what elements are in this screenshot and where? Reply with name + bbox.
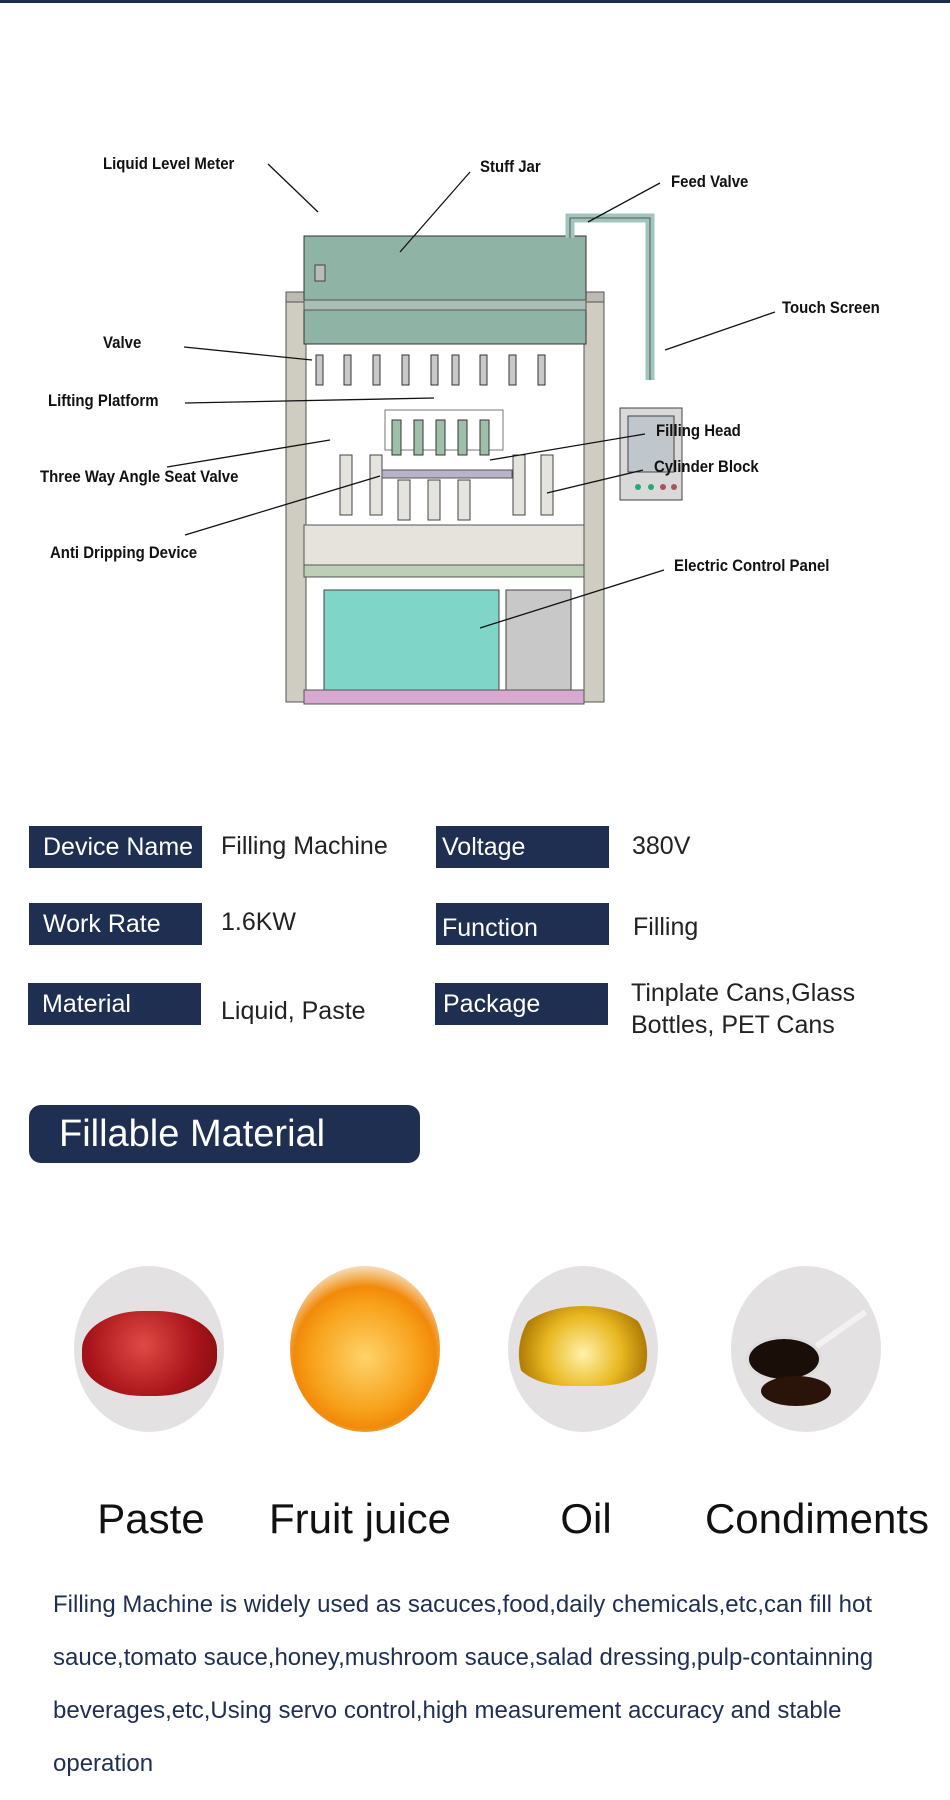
label-filling-head: Filling Head <box>656 421 741 440</box>
top-border <box>0 0 950 3</box>
spec-value-package: Tinplate Cans,Glass Bottles, PET Cans <box>631 979 856 1039</box>
fruit-juice-image <box>290 1266 440 1432</box>
label-touch-screen: Touch Screen <box>782 298 880 317</box>
spec-key-work-rate: Work Rate <box>29 903 202 945</box>
stuff-jar <box>303 235 587 345</box>
spec-value-device-name: Filling Machine <box>221 832 388 860</box>
label-liquid-level-meter: Liquid Level Meter <box>103 154 235 173</box>
spec-value-work-rate: 1.6KW <box>221 908 297 936</box>
valves <box>315 354 546 386</box>
spec-key-package: Package <box>435 983 608 1025</box>
material-label-fruit-juice: Fruit juice <box>268 1495 452 1542</box>
filling-machine-diagram <box>166 163 776 705</box>
spec-key-function: Function <box>436 903 609 945</box>
anti-dripping-device <box>381 469 513 479</box>
description-text: Filling Machine is widely used as sacuce… <box>53 1591 874 1777</box>
material-label-oil: Oil <box>560 1495 612 1542</box>
spec-key-voltage: Voltage <box>436 826 609 868</box>
material-label-paste: Paste <box>97 1495 205 1542</box>
paste-image <box>74 1266 224 1432</box>
label-stuff-jar: Stuff Jar <box>480 157 541 176</box>
electric-control-panel <box>323 589 500 696</box>
spec-value-function: Filling <box>633 913 699 941</box>
frame-left-post <box>285 291 307 703</box>
spec-key-material: Material <box>28 983 201 1025</box>
frame-right-post <box>583 291 605 703</box>
label-three-way-valve: Three Way Angle Seat Valve <box>40 467 239 486</box>
label-valve: Valve <box>103 333 142 352</box>
oil-image <box>508 1266 658 1432</box>
condiments-image <box>731 1266 881 1432</box>
label-cylinder-block: Cylinder Block <box>654 457 759 476</box>
filling-heads <box>391 419 490 456</box>
label-feed-valve: Feed Valve <box>671 172 749 191</box>
spec-key-device-name: Device Name <box>29 826 202 868</box>
spec-value-material: Liquid, Paste <box>221 997 366 1025</box>
liquid-level-meter <box>314 264 326 282</box>
section-title-fillable-material: Fillable Material <box>29 1105 420 1163</box>
label-anti-dripping: Anti Dripping Device <box>50 543 198 562</box>
cylinders <box>339 454 554 521</box>
label-electric-panel: Electric Control Panel <box>674 556 830 575</box>
label-lifting-platform: Lifting Platform <box>48 391 159 410</box>
material-label-condiments: Condiments <box>704 1495 930 1542</box>
spec-value-voltage: 380V <box>632 832 691 860</box>
